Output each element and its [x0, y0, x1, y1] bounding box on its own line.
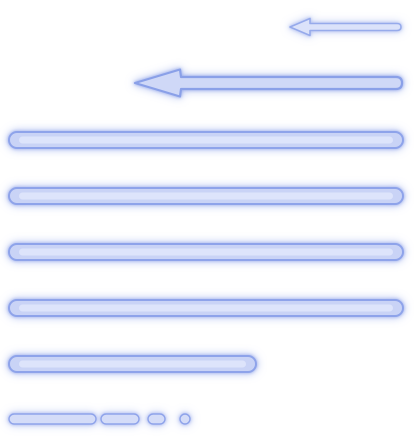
small-arrow-left-icon — [289, 17, 402, 37]
text-line-3 — [8, 243, 404, 261]
text-line-2 — [8, 187, 404, 205]
text-line-short — [8, 355, 257, 373]
large-arrow-left-icon — [133, 68, 404, 98]
text-line-1 — [8, 131, 404, 149]
text-align-right-icon — [8, 17, 404, 425]
trailing-dashes — [8, 413, 191, 425]
text-line-4 — [8, 299, 404, 317]
